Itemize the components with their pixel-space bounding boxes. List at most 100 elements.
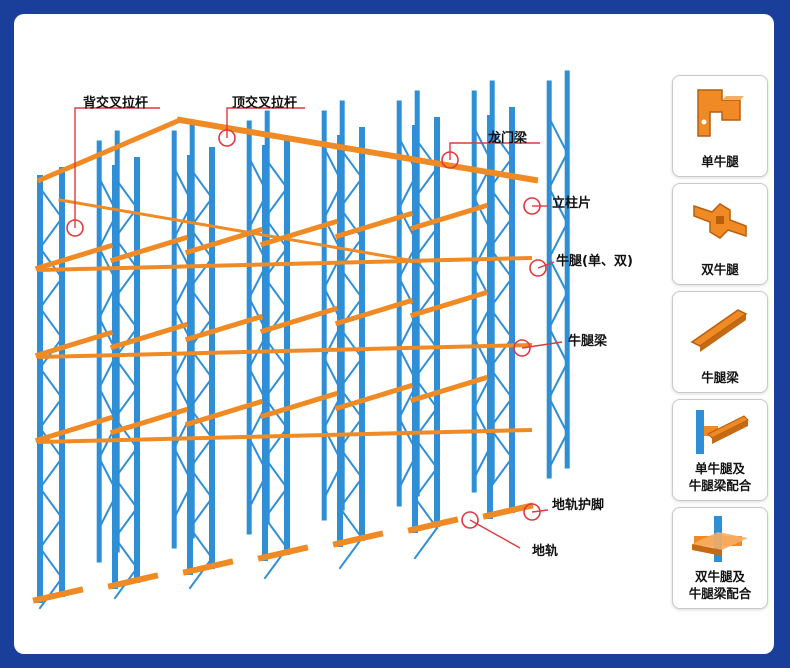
frame-brace — [338, 446, 364, 480]
part-label: 牛腿梁 — [701, 370, 739, 385]
frame-brace — [188, 256, 214, 290]
ground-rail-guard — [182, 558, 234, 576]
gantry-beam — [36, 116, 184, 184]
frame-brace — [38, 216, 64, 250]
frame-brace — [188, 286, 214, 320]
frame-brace — [113, 506, 139, 540]
bracket-beam — [184, 313, 264, 343]
frame-brace — [547, 291, 569, 330]
bracket-beam — [334, 297, 414, 327]
bracket-beam — [37, 342, 533, 360]
callout-leader — [449, 142, 540, 160]
part-label-line-2: 牛腿梁配合 — [688, 478, 752, 493]
part-card-double-combo: 双牛腿及 牛腿梁配合 — [672, 507, 768, 609]
label-top-brace: 顶交叉拉杆 — [232, 96, 298, 111]
top-beam — [58, 198, 422, 264]
frame-brace — [488, 186, 514, 220]
frame-brace — [547, 326, 569, 365]
bracket-beam — [259, 218, 339, 248]
label-ground-rail: 地轨 — [532, 544, 559, 559]
double-bracket-icon — [693, 203, 747, 239]
frame-brace — [113, 416, 139, 450]
frame-brace — [488, 276, 514, 310]
frame-brace — [38, 546, 64, 580]
label-gantry-beam: 龙门梁 — [488, 131, 528, 146]
frame-brace — [263, 276, 289, 310]
ground-rail-guard — [407, 516, 459, 534]
ground-rail-guard — [107, 572, 159, 590]
callout-leader — [537, 261, 555, 269]
part-label: 单牛腿及 牛腿梁配合 — [673, 460, 767, 494]
single-bracket-beam-combo-icon — [696, 410, 749, 454]
bracket-beam — [109, 321, 189, 351]
callout-marker — [461, 511, 479, 529]
part-label-line-1: 单牛腿及 — [694, 461, 745, 476]
rack-structure — [32, 70, 570, 610]
frame-brace — [547, 116, 569, 155]
frame-brace — [413, 376, 439, 410]
frame-brace — [338, 506, 364, 540]
frame-brace — [263, 516, 289, 550]
callout-marker — [529, 259, 547, 277]
gantry-beam — [176, 116, 539, 184]
frame-brace — [38, 276, 64, 310]
frame-brace — [188, 226, 214, 260]
label-back-brace: 背交叉拉杆 — [83, 96, 149, 111]
frame-brace — [338, 536, 364, 570]
frame-brace — [338, 266, 364, 300]
frame-brace — [547, 186, 569, 225]
part-card-single-bracket: 单牛腿 — [672, 75, 768, 177]
frame-brace — [113, 386, 139, 420]
bracket-beam — [34, 414, 114, 444]
frame-brace — [413, 466, 439, 500]
frame-brace — [547, 361, 569, 400]
frame-brace — [488, 396, 514, 430]
frame-brace — [413, 436, 439, 470]
frame-brace — [188, 496, 214, 530]
bracket-beam — [259, 390, 339, 420]
label-upright-frame: 立柱片 — [552, 196, 592, 211]
callout-leader — [469, 519, 521, 549]
frame-brace — [263, 486, 289, 520]
part-card-double-bracket: 双牛腿 — [672, 183, 768, 285]
frame-brace — [263, 366, 289, 400]
frame-brace — [338, 176, 364, 210]
frame-brace — [263, 306, 289, 340]
frame-brace — [188, 166, 214, 200]
bracket-beam — [109, 406, 189, 436]
ground-rail-guard — [32, 586, 84, 604]
callout-marker — [513, 339, 531, 357]
frame-brace — [413, 316, 439, 350]
callout-leader — [74, 107, 160, 228]
ground-rail-guard — [482, 502, 534, 520]
frame-brace — [38, 396, 64, 430]
bracket-beam — [334, 382, 414, 412]
frame-brace — [413, 526, 439, 560]
double-bracket-beam-combo-icon — [692, 516, 748, 562]
frame-brace — [547, 221, 569, 260]
frame-brace — [188, 466, 214, 500]
callout-leader — [226, 107, 305, 138]
bracket-beam — [409, 374, 489, 404]
callout-leader — [531, 509, 549, 513]
frame-brace — [38, 576, 64, 610]
bracket-beam — [184, 226, 264, 256]
frame-brace — [488, 306, 514, 340]
bracket-beam — [409, 289, 489, 319]
frame-brace — [488, 336, 514, 370]
bracket-beam-icon — [690, 309, 748, 352]
frame-brace — [38, 366, 64, 400]
frame-brace — [547, 256, 569, 295]
frame-brace — [188, 436, 214, 470]
frame-brace — [113, 446, 139, 480]
frame-brace — [547, 396, 569, 435]
content-panel — [14, 14, 774, 654]
frame-brace — [263, 216, 289, 250]
frame-brace — [547, 431, 569, 470]
frame-brace — [413, 226, 439, 260]
bracket-beam — [334, 210, 414, 240]
frame-brace — [338, 356, 364, 390]
frame-brace — [488, 426, 514, 460]
bracket-beam — [184, 398, 264, 428]
frame-brace — [413, 166, 439, 200]
